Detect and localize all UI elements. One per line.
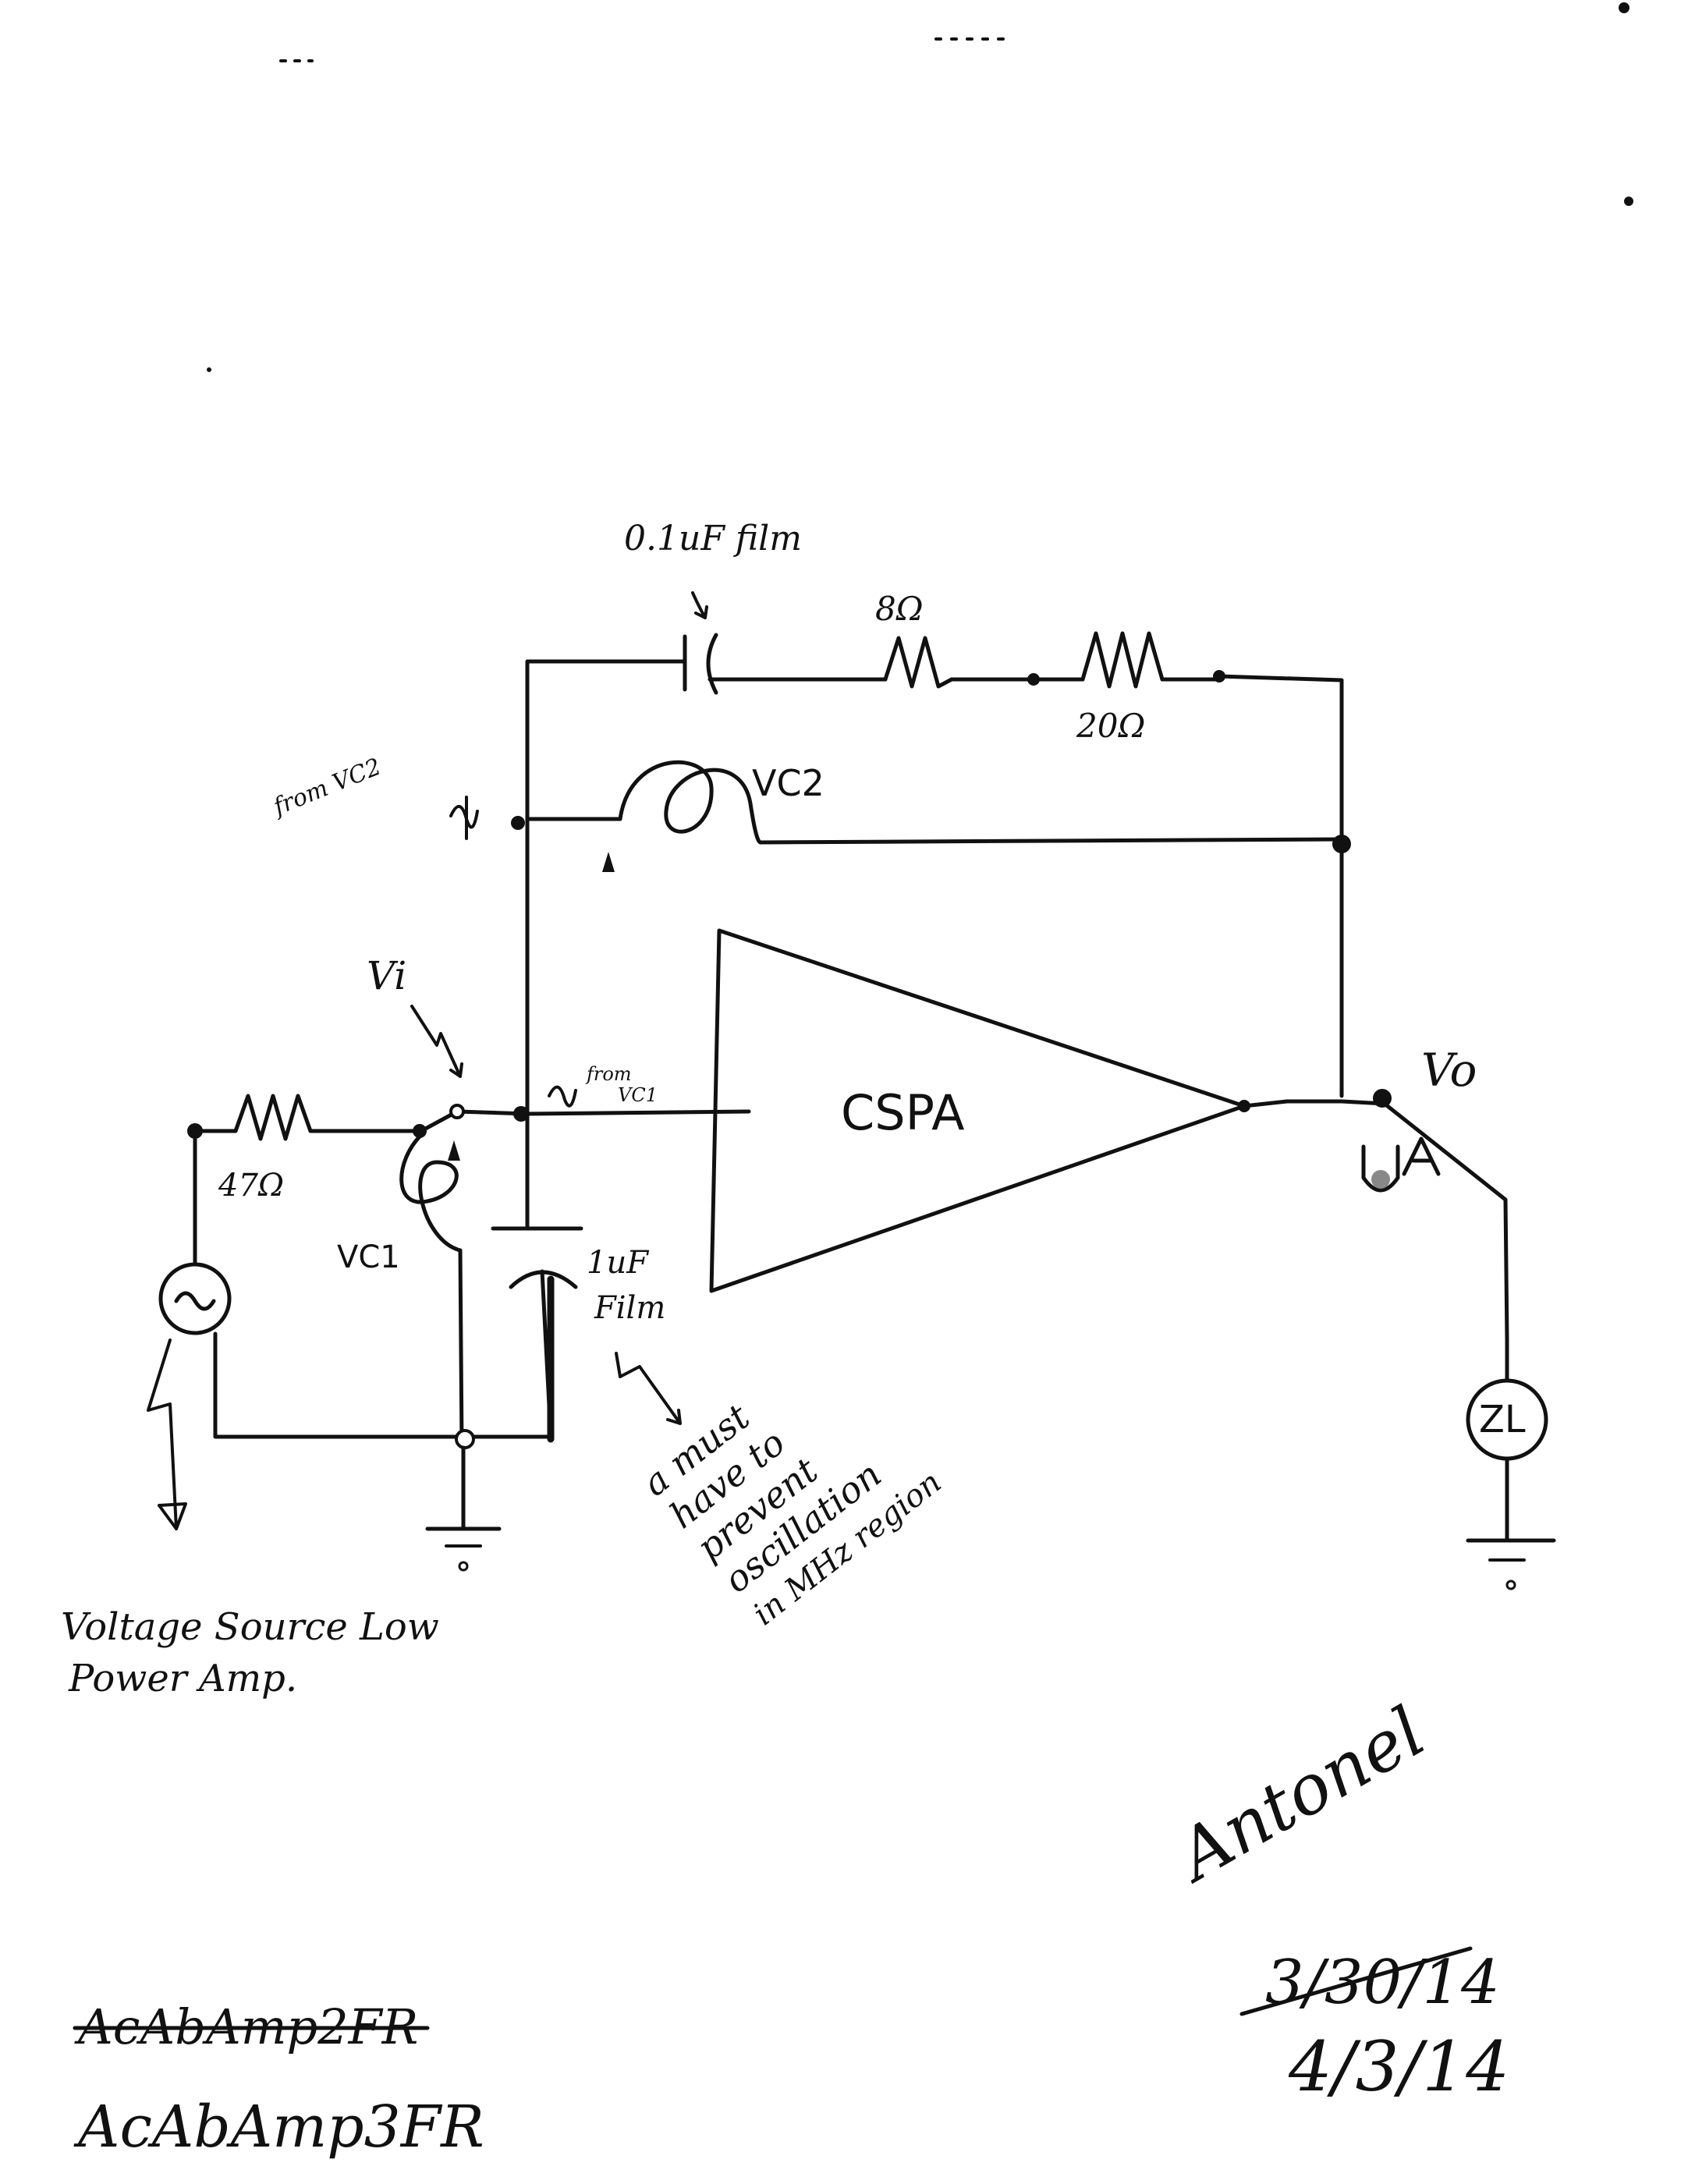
label-vc1: VC1 bbox=[337, 1239, 400, 1275]
coil-vc1 bbox=[399, 1133, 463, 1253]
ammeter-symbol bbox=[1361, 1136, 1441, 1193]
vc2-branch bbox=[511, 760, 1351, 1098]
marker-from-vc1 bbox=[548, 1085, 577, 1108]
vc1-phase-marker bbox=[448, 1140, 460, 1161]
amplifier-triangle bbox=[709, 928, 1246, 1293]
arrow-source-note bbox=[147, 1338, 187, 1530]
label-resistor-8: 8Ω bbox=[875, 590, 924, 628]
label-load: ZL bbox=[1479, 1398, 1526, 1441]
label-vi: Vi bbox=[367, 953, 406, 998]
scan-specks bbox=[207, 2, 1633, 372]
feedback-capacitor-plate-b bbox=[706, 633, 718, 695]
output-network bbox=[1238, 1089, 1556, 1590]
arrow-to-capacitor bbox=[691, 591, 708, 619]
note-must-have: a must have to prevent oscillation in MH… bbox=[635, 1395, 949, 1633]
footer-signature: Antonel bbox=[1160, 1691, 1438, 1898]
label-cspa: CSPA bbox=[841, 1084, 964, 1141]
cspa-amplifier bbox=[709, 928, 1246, 1293]
coil-vc2 bbox=[618, 760, 763, 845]
label-from-vc2: from VC2 bbox=[268, 753, 385, 822]
footer-old-date: 3/30/14 bbox=[1265, 1948, 1500, 2018]
marker-from-vc2 bbox=[449, 796, 479, 840]
label-vo: Vo bbox=[1421, 1044, 1477, 1097]
label-vc2: VC2 bbox=[752, 762, 824, 804]
resistor-8-ohm bbox=[883, 636, 954, 689]
label-bypass-cap-2: Film bbox=[594, 1290, 665, 1326]
label-resistor-20: 20Ω bbox=[1076, 707, 1145, 745]
input-network bbox=[147, 796, 751, 1572]
vc2-phase-marker bbox=[602, 852, 615, 872]
arrow-film-note bbox=[615, 1352, 682, 1425]
footer-new-name: AcAbAmp3FR bbox=[73, 2094, 484, 2161]
note-source-line-1: Voltage Source Low bbox=[61, 1605, 439, 1649]
note-source-line-2: Power Amp. bbox=[68, 1657, 297, 1700]
feedback-rc-branch bbox=[525, 591, 1344, 1122]
arrow-vi bbox=[410, 1005, 463, 1078]
resistor-47-ohm bbox=[233, 1094, 313, 1141]
label-from-vc1-b: VC1 bbox=[618, 1084, 658, 1106]
label-resistor-47: 47Ω bbox=[218, 1168, 284, 1204]
footer-old-date-strike bbox=[1239, 1946, 1473, 2016]
footer-new-date: 4/3/14 bbox=[1288, 2026, 1509, 2107]
label-from-vc1-a: from bbox=[585, 1063, 632, 1085]
resistor-20-ohm bbox=[1080, 631, 1165, 689]
label-cap-feedback: 0.1uF film bbox=[624, 519, 802, 558]
label-bypass-cap-1: 1uF bbox=[587, 1245, 649, 1281]
